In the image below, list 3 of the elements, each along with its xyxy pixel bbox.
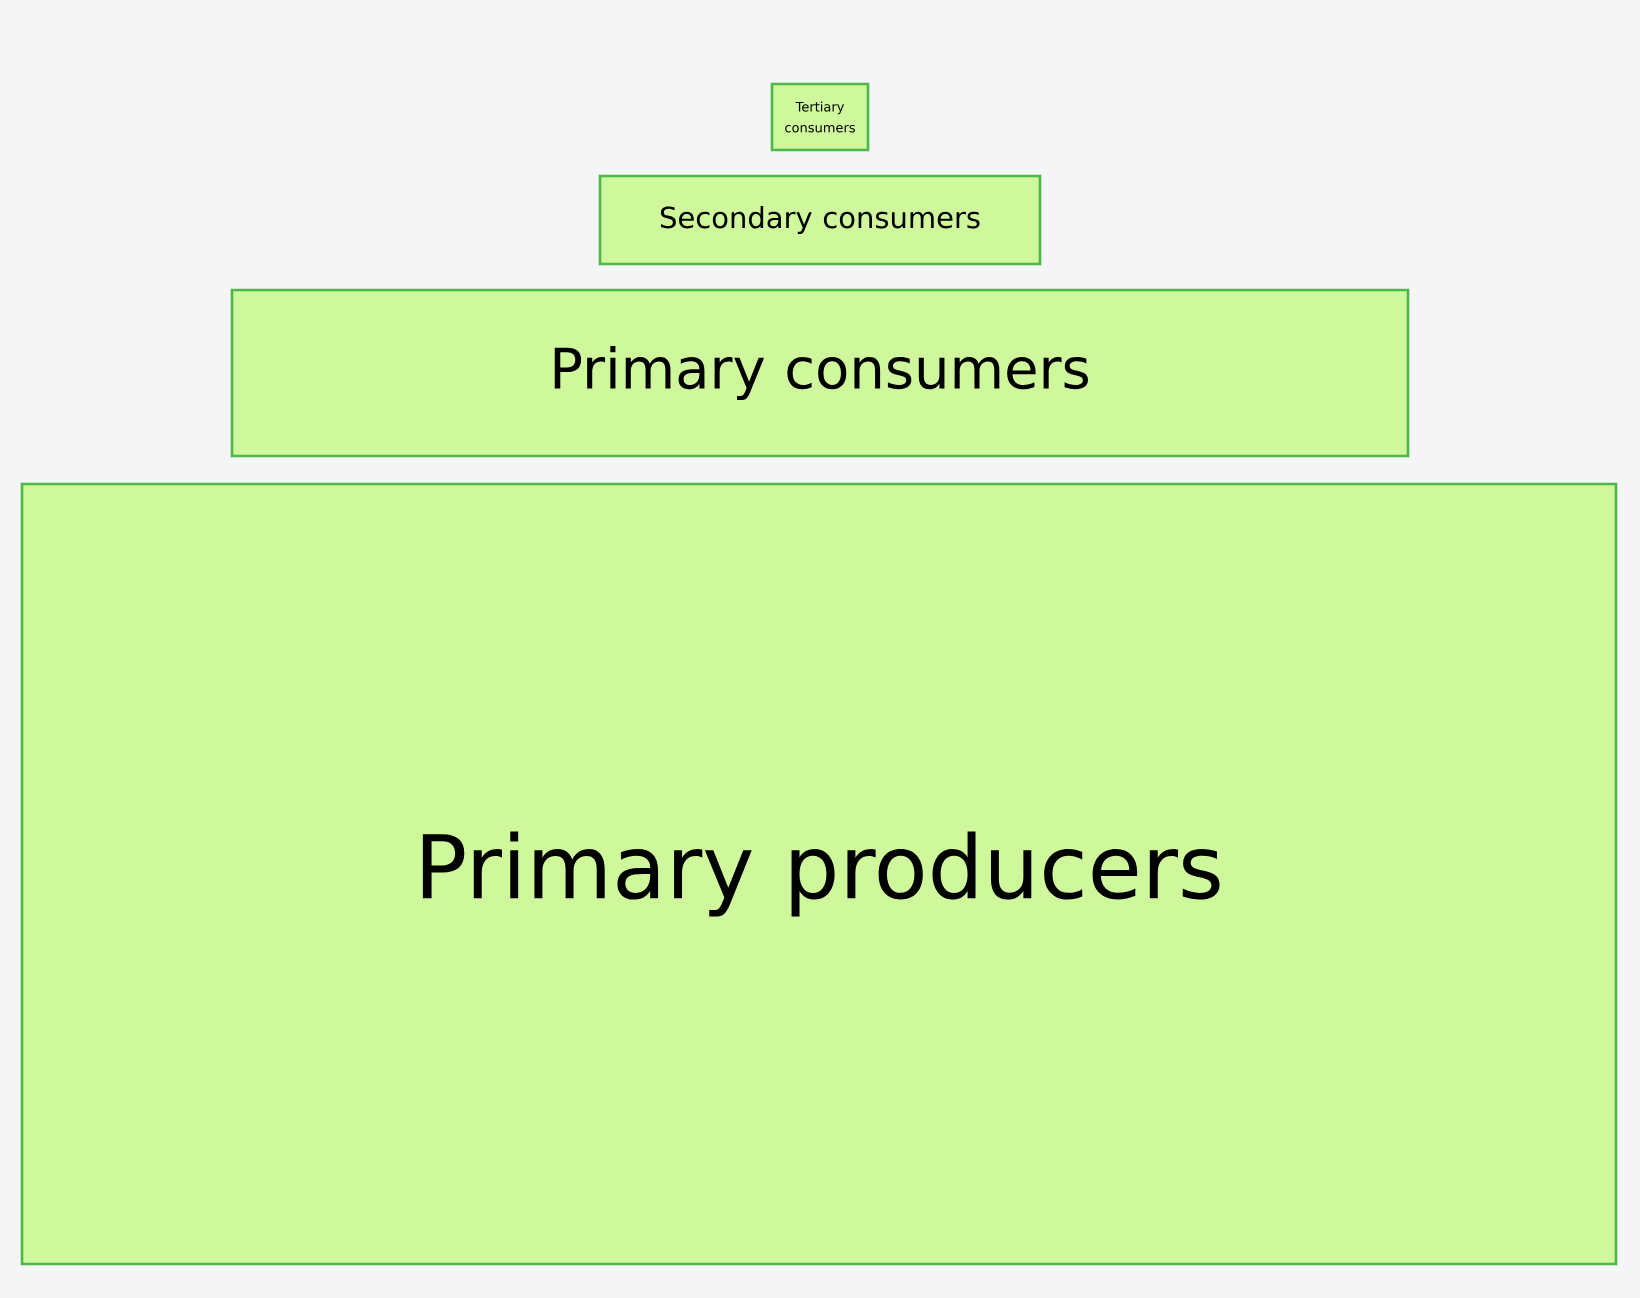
pyramid-level-box: Secondary consumers: [598, 174, 1042, 266]
pyramid-level-box: Primary consumers: [230, 288, 1410, 458]
pyramid-level-box: Primary producers: [20, 482, 1618, 1266]
